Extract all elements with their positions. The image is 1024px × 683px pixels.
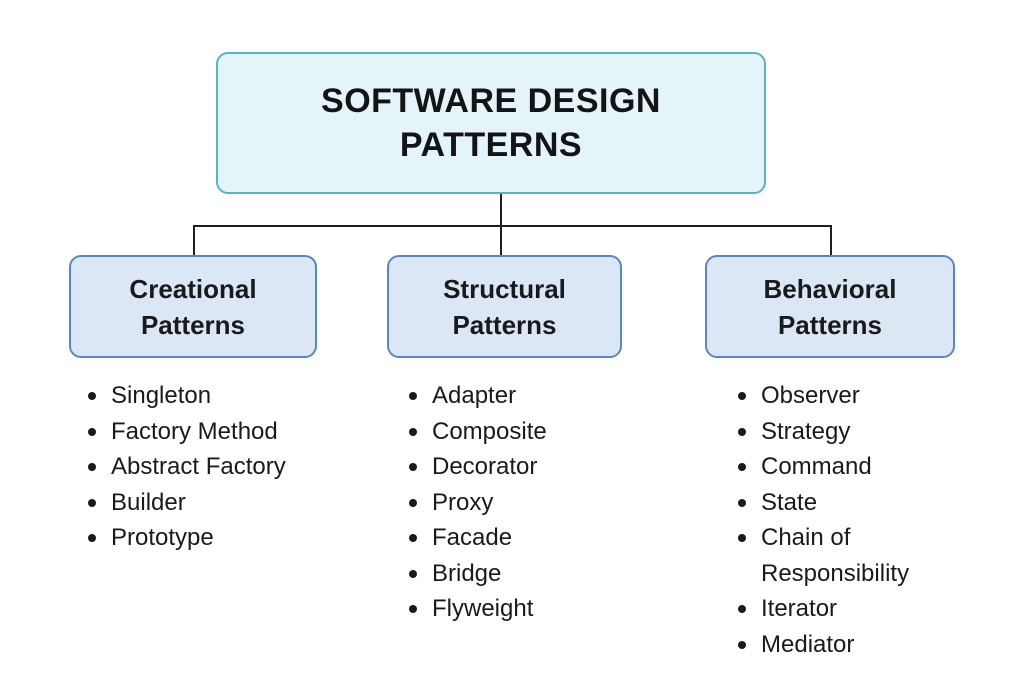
category-node-behavioral: Behavioral Patterns: [705, 255, 955, 358]
category-node-structural: Structural Patterns: [387, 255, 622, 358]
root-title: SOFTWARE DESIGN PATTERNS: [321, 82, 661, 164]
list-item: Flyweight: [406, 591, 547, 627]
list-item: Facade: [406, 520, 547, 556]
category-title: Structural Patterns: [443, 271, 566, 343]
category-title-line-2: Patterns: [140, 309, 246, 340]
list-item: Prototype: [85, 520, 286, 556]
category-node-creational: Creational Patterns: [69, 255, 317, 358]
list-item: Singleton: [85, 378, 286, 414]
list-item: Decorator: [406, 449, 547, 485]
root-node: SOFTWARE DESIGN PATTERNS: [216, 52, 766, 194]
category-title: Creational Patterns: [129, 271, 256, 343]
horizontal-branch-line: [193, 225, 832, 227]
list-item: Adapter: [406, 378, 547, 414]
list-item: Abstract Factory: [85, 449, 286, 485]
creational-branch-line: [193, 225, 195, 255]
behavioral-pattern-list: Observer Strategy Command State Chain of…: [735, 378, 950, 662]
structural-pattern-list: Adapter Composite Decorator Proxy Facade…: [406, 378, 547, 627]
list-item: Iterator: [735, 591, 950, 627]
list-item: Strategy: [735, 414, 950, 450]
list-item: Chain of Responsibility: [735, 520, 950, 591]
behavioral-branch-line: [830, 225, 832, 255]
category-title-line-1: Structural: [443, 273, 566, 304]
category-title-line-2: Patterns: [452, 309, 557, 340]
category-title-line-1: Behavioral: [763, 273, 897, 304]
list-item: Command: [735, 449, 950, 485]
list-item: Proxy: [406, 485, 547, 521]
root-stem-line: [500, 194, 502, 227]
category-title-line-1: Creational: [129, 273, 257, 304]
category-title: Behavioral Patterns: [764, 271, 897, 343]
category-title-line-2: Patterns: [777, 309, 883, 340]
list-item: Bridge: [406, 556, 547, 592]
creational-pattern-list: Singleton Factory Method Abstract Factor…: [85, 378, 286, 556]
list-item: State: [735, 485, 950, 521]
list-item: Observer: [735, 378, 950, 414]
list-item: Composite: [406, 414, 547, 450]
list-item: Mediator: [735, 627, 950, 663]
list-item: Factory Method: [85, 414, 286, 450]
list-item: Builder: [85, 485, 286, 521]
structural-branch-line: [500, 225, 502, 255]
